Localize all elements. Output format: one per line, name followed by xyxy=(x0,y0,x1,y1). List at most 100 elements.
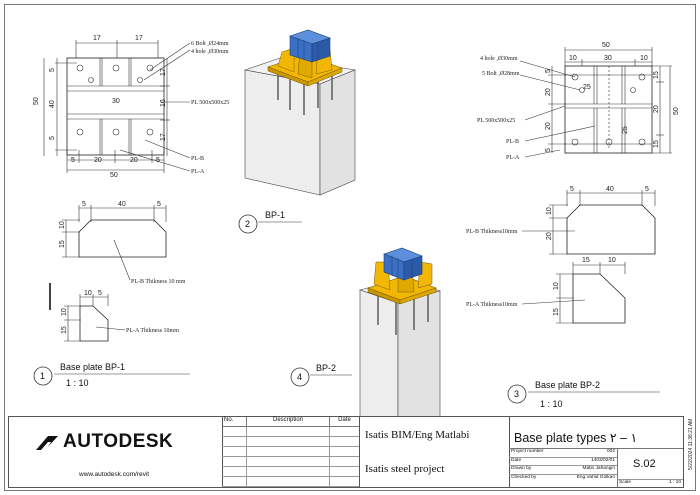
svg-text:1 : 10: 1 : 10 xyxy=(66,378,89,388)
svg-text:40: 40 xyxy=(49,100,56,108)
svg-text:5 Bolt ,Ø28mm: 5 Bolt ,Ø28mm xyxy=(482,71,520,77)
date-label: Date xyxy=(511,457,522,463)
bp1-detail-shapes xyxy=(49,205,167,342)
svg-text:50: 50 xyxy=(673,107,680,115)
bp2-detail-text: 5 40 5 10 20 PL-B Thikness10mm 15 10 10 … xyxy=(466,186,649,316)
svg-text:30: 30 xyxy=(604,55,612,62)
svg-text:PL-B: PL-B xyxy=(506,139,519,145)
autodesk-logo: AUTODESK xyxy=(35,431,173,453)
rev-header-date: Date xyxy=(338,417,351,423)
website-text[interactable]: www.autodesk.com/revit xyxy=(79,471,150,478)
sheet-title: Base plate types ١ – ٢ xyxy=(514,431,638,445)
svg-text:5: 5 xyxy=(98,290,102,297)
rev-header-no: No. xyxy=(222,417,247,426)
scale-value: 1 : 10 xyxy=(668,480,681,485)
svg-text:PL 500x500x25: PL 500x500x25 xyxy=(477,118,515,124)
sheet-info: Base plate types ١ – ٢ Project number 00… xyxy=(509,417,683,487)
svg-text:PL 500x500x25: PL 500x500x25 xyxy=(191,100,229,106)
svg-text:40: 40 xyxy=(118,201,126,208)
logo-area: AUTODESK www.autodesk.com/revit xyxy=(9,417,223,487)
svg-text:5: 5 xyxy=(49,68,56,72)
view-title-3[interactable]: 3 Base plate BP-2 1 : 10 xyxy=(507,380,660,409)
revision-table: No. Description Date xyxy=(222,417,360,487)
svg-text:50: 50 xyxy=(33,97,40,105)
checked-by-value: Eng.Vahid Golkari xyxy=(576,474,615,480)
svg-text:PL-A: PL-A xyxy=(506,155,520,161)
svg-text:20: 20 xyxy=(545,88,552,96)
bp1-plan xyxy=(43,40,191,173)
svg-text:PL-A Thikness10mm: PL-A Thikness10mm xyxy=(466,302,518,308)
svg-text:10: 10 xyxy=(546,207,553,215)
sheet-number: S.02 xyxy=(633,458,656,470)
bp1-3d xyxy=(243,29,357,196)
bp2-detail-shapes xyxy=(521,190,656,324)
company-area: Isatis BIM/Eng Matlabi Isatis steel proj… xyxy=(359,417,510,487)
svg-text:4 hole ,Ø30mm: 4 hole ,Ø30mm xyxy=(480,56,518,62)
bp1-detail-text: 5 40 5 10 15 PL-B Thikness 10 mm 10 5 10… xyxy=(59,201,186,334)
svg-text:6 Bolt ,Ø24mm: 6 Bolt ,Ø24mm xyxy=(191,41,229,47)
svg-text:17: 17 xyxy=(135,35,143,42)
svg-text:PL-B: PL-B xyxy=(191,156,204,162)
svg-text:5: 5 xyxy=(71,157,75,164)
rev-header-description: Description xyxy=(247,417,330,426)
svg-text:1 : 10: 1 : 10 xyxy=(540,399,563,409)
project-number-value: 002 xyxy=(606,449,615,454)
svg-text:BP-2: BP-2 xyxy=(316,363,336,373)
project-number-label: Project number xyxy=(511,449,544,454)
svg-text:Base plate BP-1: Base plate BP-1 xyxy=(60,362,125,372)
svg-text:20: 20 xyxy=(130,157,138,164)
svg-text:15: 15 xyxy=(61,326,68,334)
view-title-4[interactable]: 4 BP-2 xyxy=(290,363,352,387)
company-name: Isatis BIM/Eng Matlabi xyxy=(365,429,470,441)
svg-text:20: 20 xyxy=(94,157,102,164)
svg-text:1: 1 xyxy=(40,371,45,381)
drawn-by-value: Matin Jahangiri xyxy=(582,466,615,471)
svg-text:10: 10 xyxy=(84,290,92,297)
svg-text:2: 2 xyxy=(245,219,250,229)
svg-text:15: 15 xyxy=(653,71,660,79)
svg-text:5: 5 xyxy=(570,186,574,193)
project-name: Isatis steel project xyxy=(365,463,445,475)
svg-text:10: 10 xyxy=(569,55,577,62)
svg-text:17: 17 xyxy=(160,133,167,141)
svg-text:5: 5 xyxy=(545,69,552,73)
svg-text:PL-B Thikness10mm: PL-B Thikness10mm xyxy=(466,229,518,235)
view-title-2[interactable]: 2 BP-1 xyxy=(238,210,302,234)
svg-text:15: 15 xyxy=(59,240,66,248)
autodesk-logo-text: AUTODESK xyxy=(63,431,174,452)
svg-text:15: 15 xyxy=(582,257,590,264)
print-timestamp: 5/22/2024 11:38:21 AM xyxy=(688,419,694,470)
bp2-plan xyxy=(519,47,672,158)
rev-rows xyxy=(222,427,359,487)
svg-text:30: 30 xyxy=(112,98,120,105)
scale-label: Scale xyxy=(619,480,631,485)
svg-text:50: 50 xyxy=(602,42,610,49)
autodesk-logo-mark-icon xyxy=(36,436,58,450)
svg-text:3: 3 xyxy=(514,389,519,399)
svg-text:15: 15 xyxy=(553,308,560,316)
svg-text:17: 17 xyxy=(93,35,101,42)
svg-text:PL-A Thikness 10mm: PL-A Thikness 10mm xyxy=(126,328,179,334)
svg-text:5: 5 xyxy=(49,136,56,140)
svg-text:PL-A: PL-A xyxy=(191,169,205,175)
svg-text:5: 5 xyxy=(157,201,161,208)
svg-text:16: 16 xyxy=(160,99,167,107)
checked-by-label: Checked by xyxy=(511,474,537,480)
svg-text:20: 20 xyxy=(545,122,552,130)
date-value: 1403/02/01 xyxy=(590,457,615,463)
svg-text:4 hole ,Ø30mm: 4 hole ,Ø30mm xyxy=(191,49,229,55)
svg-text:25: 25 xyxy=(622,126,629,134)
bp2-3d xyxy=(358,247,442,434)
svg-text:15: 15 xyxy=(653,140,660,148)
title-block: AUTODESK www.autodesk.com/revit No. Desc… xyxy=(8,416,684,488)
view-title-1[interactable]: 1 Base plate BP-1 1 : 10 xyxy=(33,362,190,388)
svg-text:17: 17 xyxy=(160,68,167,76)
svg-text:PL-B Thikness 10 mm: PL-B Thikness 10 mm xyxy=(131,279,186,285)
svg-text:BP-1: BP-1 xyxy=(265,210,285,220)
svg-text:50: 50 xyxy=(110,172,118,179)
svg-text:5: 5 xyxy=(645,186,649,193)
svg-text:10: 10 xyxy=(640,55,648,62)
svg-text:5: 5 xyxy=(156,157,160,164)
svg-text:20: 20 xyxy=(546,232,553,240)
svg-text:4: 4 xyxy=(297,372,302,382)
